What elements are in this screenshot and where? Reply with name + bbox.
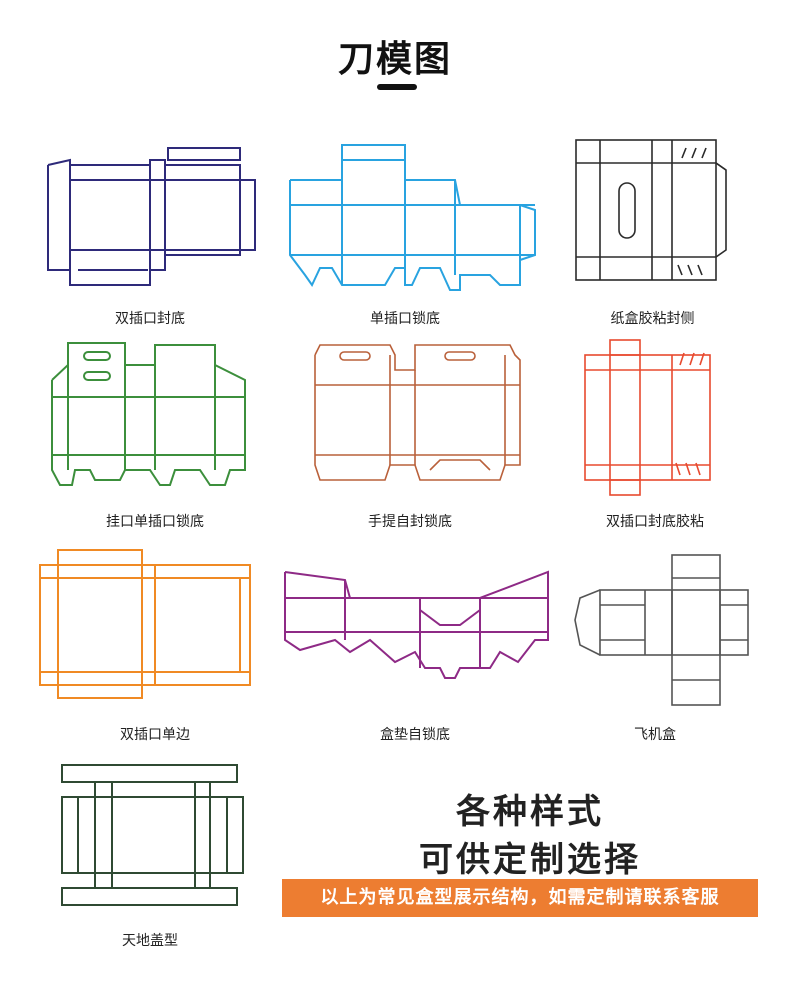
- promo-line-1: 各种样式: [456, 792, 604, 832]
- caption: 手提自封锁底: [368, 514, 452, 530]
- promo-line-2: 可供定制选择: [419, 840, 641, 880]
- caption: 纸盒胶粘封侧: [610, 311, 695, 327]
- caption: 单插口锁底: [370, 311, 440, 327]
- caption: 双插口封底胶粘: [606, 514, 704, 530]
- caption: 天地盖型: [122, 933, 178, 949]
- caption: 双插口单边: [120, 727, 190, 743]
- page-title: 刀模图: [337, 39, 452, 80]
- caption: 挂口单插口锁底: [106, 514, 204, 530]
- caption: 盒垫自锁底: [380, 727, 450, 743]
- caption: 双插口封底: [115, 311, 185, 327]
- caption: 飞机盒: [634, 727, 676, 743]
- contact-banner: 以上为常见盒型展示结构，如需定制请联系客服: [282, 879, 758, 917]
- title-underline: [377, 84, 417, 90]
